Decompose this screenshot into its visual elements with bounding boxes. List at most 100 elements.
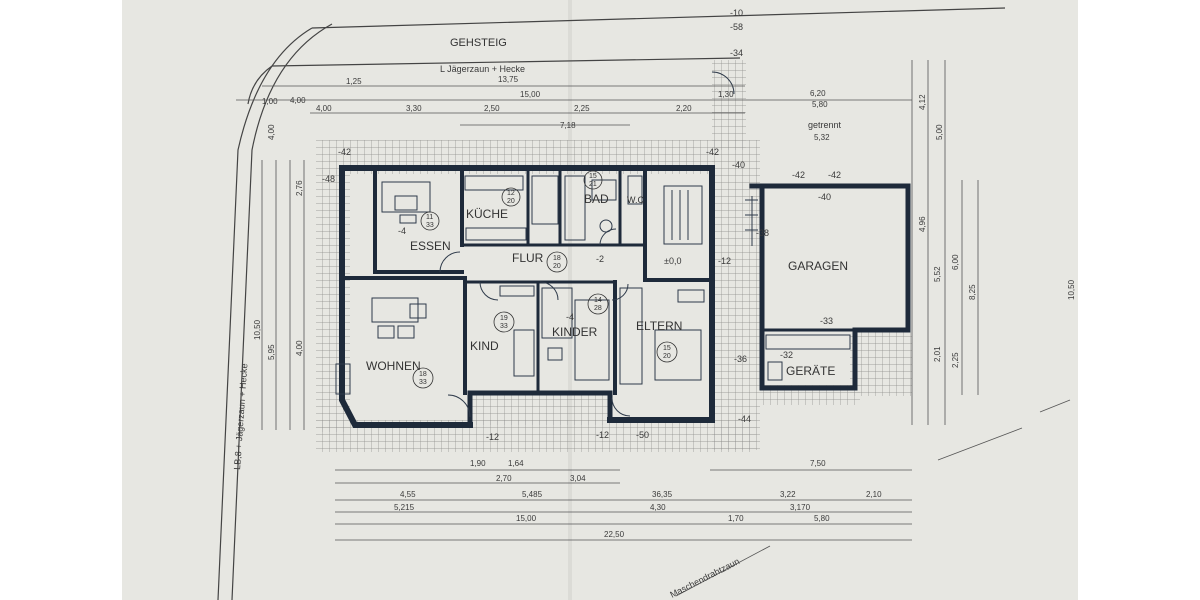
svg-text:5,80: 5,80	[814, 514, 830, 523]
svg-text:-42: -42	[828, 170, 841, 180]
svg-text:±0,0: ±0,0	[664, 256, 681, 266]
street-lines	[217, 7, 1006, 600]
svg-text:2,76: 2,76	[295, 180, 304, 196]
svg-text:13,75: 13,75	[498, 75, 519, 84]
svg-text:5,95: 5,95	[267, 344, 276, 360]
svg-text:28: 28	[594, 305, 602, 312]
room-label-garagen: GARAGEN	[788, 259, 848, 273]
svg-text:18: 18	[419, 371, 427, 378]
svg-text:5,00: 5,00	[935, 124, 944, 140]
dims-top: 1,25 13,75 15,00 1,00 4,00 3,30 2,50 2,2…	[262, 75, 830, 142]
room-labels: ESSEN KÜCHE BAD W.C FLUR WOHNEN KIND KIN…	[366, 192, 848, 378]
svg-text:2,25: 2,25	[574, 104, 590, 113]
dims-left: 4,00 10,50 5,95 4,00 2,76	[253, 124, 304, 360]
room-label-bad: BAD	[584, 192, 609, 206]
svg-text:36,35: 36,35	[652, 490, 673, 499]
svg-text:5,215: 5,215	[394, 503, 415, 512]
svg-text:4,00: 4,00	[295, 340, 304, 356]
room-label-essen: ESSEN	[410, 239, 451, 253]
room-label-kinder: KINDER	[552, 325, 598, 339]
svg-text:-58: -58	[730, 22, 743, 32]
svg-text:20: 20	[553, 263, 561, 270]
furniture	[335, 175, 851, 395]
svg-text:5,52: 5,52	[933, 266, 942, 282]
svg-text:-32: -32	[780, 350, 793, 360]
svg-text:1,30: 1,30	[718, 90, 734, 99]
svg-text:33: 33	[426, 222, 434, 229]
svg-text:1,25: 1,25	[346, 77, 362, 86]
svg-text:-34: -34	[730, 48, 743, 58]
svg-text:-42: -42	[338, 147, 351, 157]
svg-text:1,70: 1,70	[728, 514, 744, 523]
fence-label: Maschendrahtzaun	[668, 556, 741, 600]
svg-text:22,50: 22,50	[604, 530, 625, 539]
svg-text:15,00: 15,00	[520, 90, 541, 99]
svg-text:-38: -38	[756, 228, 769, 238]
svg-text:-12: -12	[718, 256, 731, 266]
svg-text:4,00: 4,00	[290, 96, 306, 105]
svg-text:4,30: 4,30	[650, 503, 666, 512]
room-label-geraete: GERÄTE	[786, 364, 835, 378]
svg-text:2,10: 2,10	[866, 490, 882, 499]
svg-text:-42: -42	[706, 147, 719, 157]
svg-text:-33: -33	[820, 316, 833, 326]
svg-text:1,90: 1,90	[470, 459, 486, 468]
svg-text:3,22: 3,22	[780, 490, 796, 499]
svg-text:3,170: 3,170	[790, 503, 811, 512]
svg-text:4,96: 4,96	[918, 216, 927, 232]
svg-text:7,18: 7,18	[560, 121, 576, 130]
area-bubbles	[412, 170, 678, 389]
svg-text:2,25: 2,25	[951, 352, 960, 368]
svg-text:5,485: 5,485	[522, 490, 543, 499]
svg-text:2,50: 2,50	[484, 104, 500, 113]
svg-text:-48: -48	[322, 174, 335, 184]
room-label-wc: W.C	[627, 195, 644, 205]
svg-text:2,70: 2,70	[496, 474, 512, 483]
svg-text:15,00: 15,00	[516, 514, 537, 523]
svg-text:33: 33	[500, 323, 508, 330]
svg-text:11: 11	[426, 214, 433, 221]
svg-text:33: 33	[419, 379, 427, 386]
svg-text:-44: -44	[738, 414, 751, 424]
dims-bottom: 1,90 1,64 2,70 3,04 7,50 4,55 5,485 36,3…	[394, 459, 882, 539]
svg-text:4,00: 4,00	[316, 104, 332, 113]
svg-text:20: 20	[507, 198, 515, 205]
svg-text:-10: -10	[730, 8, 743, 18]
svg-text:-50: -50	[636, 430, 649, 440]
svg-text:-4: -4	[566, 312, 574, 322]
svg-text:2,01: 2,01	[933, 346, 942, 362]
level-marks: -4 -2 ±0,0 -4 -40 -32 -33 -42 -42 -48 -4…	[322, 8, 841, 442]
svg-text:5,80: 5,80	[812, 100, 828, 109]
svg-text:3,04: 3,04	[570, 474, 586, 483]
room-label-wohnen: WOHNEN	[366, 359, 421, 373]
svg-text:-4: -4	[398, 226, 406, 236]
svg-text:6,20: 6,20	[810, 89, 826, 98]
svg-text:-12: -12	[486, 432, 499, 442]
svg-text:10,50: 10,50	[1067, 279, 1076, 300]
svg-text:7,50: 7,50	[810, 459, 826, 468]
room-label-kueche: KÜCHE	[466, 207, 508, 221]
svg-text:-36: -36	[734, 354, 747, 364]
svg-text:4,12: 4,12	[918, 94, 927, 110]
side-fence-label: LB,8 + Jägerzaun + Hecke	[232, 363, 249, 470]
svg-text:15: 15	[589, 173, 597, 180]
room-label-eltern: ELTERN	[636, 319, 682, 333]
hedge-note: L Jägerzaun + Hecke	[440, 64, 525, 74]
svg-text:3,30: 3,30	[406, 104, 422, 113]
svg-text:21: 21	[589, 181, 597, 188]
svg-text:-12: -12	[596, 430, 609, 440]
svg-text:20: 20	[663, 353, 671, 360]
svg-text:15: 15	[663, 345, 671, 352]
dimension-lines	[236, 60, 1071, 597]
svg-text:5,32: 5,32	[814, 133, 830, 142]
svg-text:2,20: 2,20	[676, 104, 692, 113]
svg-text:6,00: 6,00	[951, 254, 960, 270]
svg-text:1,00: 1,00	[262, 97, 278, 106]
svg-text:-42: -42	[792, 170, 805, 180]
svg-text:14: 14	[594, 297, 602, 304]
street-label: GEHSTEIG	[450, 37, 507, 49]
walls	[339, 165, 911, 428]
svg-text:19: 19	[500, 315, 508, 322]
getrennt-note: getrennt	[808, 120, 842, 130]
